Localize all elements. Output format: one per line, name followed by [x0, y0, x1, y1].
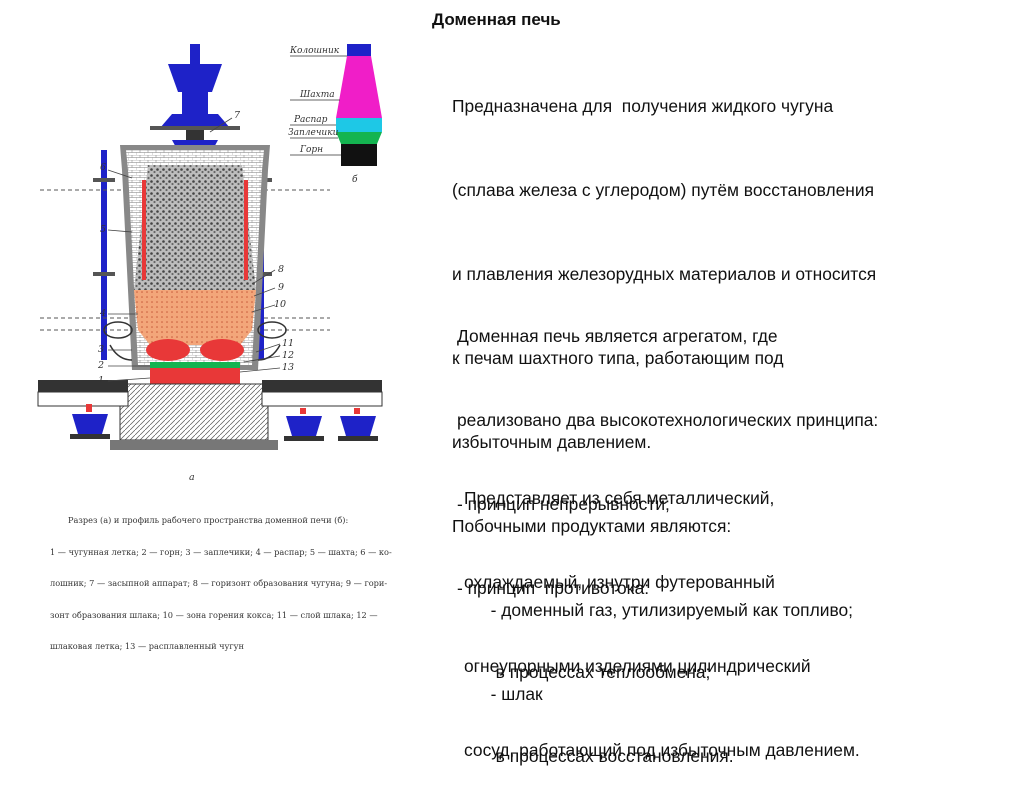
profile-label-bosh: Распар	[293, 115, 328, 125]
profile-label-hearth: Горн	[299, 145, 323, 155]
bosh-zone	[134, 290, 256, 345]
figure-number: 11	[282, 338, 294, 349]
hearth-base	[120, 384, 268, 440]
figure-number: 9	[278, 282, 284, 293]
caption-line: зонт образования шлака; 10 — зона горени…	[50, 610, 392, 621]
figure-caption: Разрез (а) и профиль рабочего пространст…	[50, 494, 392, 662]
slag-layer	[150, 362, 240, 368]
furnace-profile: Колошник Шахта Распар Заплечики Горн б	[288, 44, 382, 185]
hot-wall-right	[244, 180, 248, 280]
figure-number: 12	[282, 350, 294, 361]
profile-label-top: Колошник	[289, 46, 340, 56]
figure-number: 10	[274, 299, 286, 310]
combustion-zone-left	[146, 339, 190, 361]
figure-number: 7	[234, 110, 241, 121]
text-line: (сплава железа с углеродом) путём восста…	[452, 176, 876, 204]
ladle-car-left	[70, 404, 110, 439]
text-line: Представляет из себя металлический,	[464, 484, 860, 512]
figure-number: 6	[100, 162, 106, 173]
blast-furnace-diagram: 7 6 5 8 9 10 4 3 2 1 11 12 13 а Колошник…	[0, 30, 430, 574]
hot-wall-left	[142, 180, 146, 280]
figure-number: 5	[100, 224, 106, 235]
profile-label-shaft: Шахта	[299, 90, 335, 100]
text-block-structure: Представляет из себя металлический, охла…	[464, 428, 860, 792]
caption-line: 1 — чугунная летка; 2 — горн; 3 — заплеч…	[50, 547, 392, 558]
text-line: Доменная печь является агрегатом, где	[457, 322, 878, 350]
caption-line: лошник; 7 — засыпной аппарат; 8 — горизо…	[50, 578, 392, 589]
figure-number: 13	[282, 362, 294, 373]
text-line: Предназначена для получения жидкого чугу…	[452, 92, 876, 120]
foundation	[110, 440, 278, 450]
figure-number: 2	[97, 360, 104, 371]
combustion-zone-right	[200, 339, 244, 361]
figure-number: 4	[99, 308, 106, 319]
profile-mark-b: б	[352, 174, 358, 185]
figure-mark-a: а	[189, 472, 195, 483]
figure-number: 3	[98, 344, 104, 355]
figure-number: 1	[98, 375, 104, 386]
text-line: огнеупорными изделиями цилиндрический	[464, 652, 860, 680]
charge-column	[134, 165, 256, 290]
caption-line: шлаковая летка; 13 — расплавленный чугун	[50, 641, 392, 652]
slide-title: Доменная печь	[432, 10, 561, 30]
profile-label-shoulders: Заплечики	[288, 128, 339, 138]
text-line: сосуд, работающий под избыточным давлени…	[464, 736, 860, 764]
caption-line: Разрез (а) и профиль рабочего пространст…	[50, 515, 392, 526]
molten-iron-layer	[150, 368, 240, 384]
text-line: охлаждаемый, изнутри футерованный	[464, 568, 860, 596]
figure-number: 8	[278, 264, 284, 275]
ladle-car-right	[338, 408, 378, 441]
ladle-car-mid	[284, 408, 324, 441]
